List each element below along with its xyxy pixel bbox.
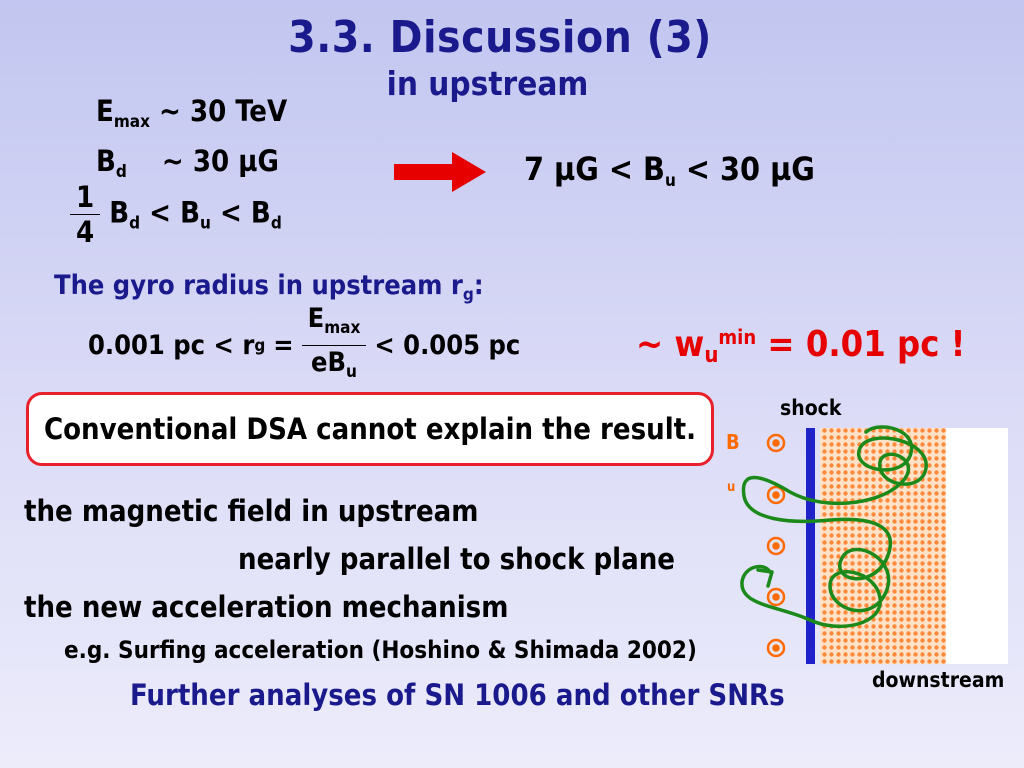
particle-trajectory	[740, 425, 928, 629]
line-new-mechanism: the new acceleration mechanism	[24, 590, 509, 624]
gyro-fraction: Emax eBu	[301, 302, 367, 389]
shock-label: shock	[780, 396, 842, 420]
field-out-of-page-icon	[766, 433, 786, 658]
width-comparison: ~ wumin = 0.01 pc !	[636, 324, 966, 368]
line-further-analyses: Further analyses of SN 1006 and other SN…	[130, 678, 785, 712]
arrow-right-icon	[394, 152, 486, 192]
shock-line	[806, 428, 815, 664]
bu-bound: 1 4 Bd < Bu < Bd	[70, 180, 282, 249]
dsa-callout-box: Conventional DSA cannot explain the resu…	[26, 392, 714, 466]
emax-condition: Emax ~ 30 TeV	[96, 94, 288, 132]
slide-subtitle: in upstream	[386, 64, 589, 103]
downstream-label: downstream	[872, 668, 1005, 692]
bu-label: B	[726, 430, 740, 454]
gyro-heading: The gyro radius in upstream rg:	[54, 270, 484, 305]
dsa-callout-text: Conventional DSA cannot explain the resu…	[43, 412, 697, 446]
quarter-fraction: 1 4	[70, 180, 101, 249]
trajectory-arrowhead	[756, 568, 774, 588]
line-parallel: nearly parallel to shock plane	[238, 542, 675, 576]
line-magnetic-field: the magnetic field in upstream	[24, 494, 479, 528]
shock-diagram	[740, 425, 1008, 664]
line-surfing-example: e.g. Surfing acceleration (Hoshino & Shi…	[64, 636, 697, 664]
bu-result: 7 µG < Bu < 30 µG	[524, 150, 815, 191]
bd-condition: Bd ~ 30 µG	[96, 144, 279, 182]
bu-sub-label: u	[727, 480, 736, 495]
slide-title: 3.3. Discussion (3)	[288, 12, 712, 63]
